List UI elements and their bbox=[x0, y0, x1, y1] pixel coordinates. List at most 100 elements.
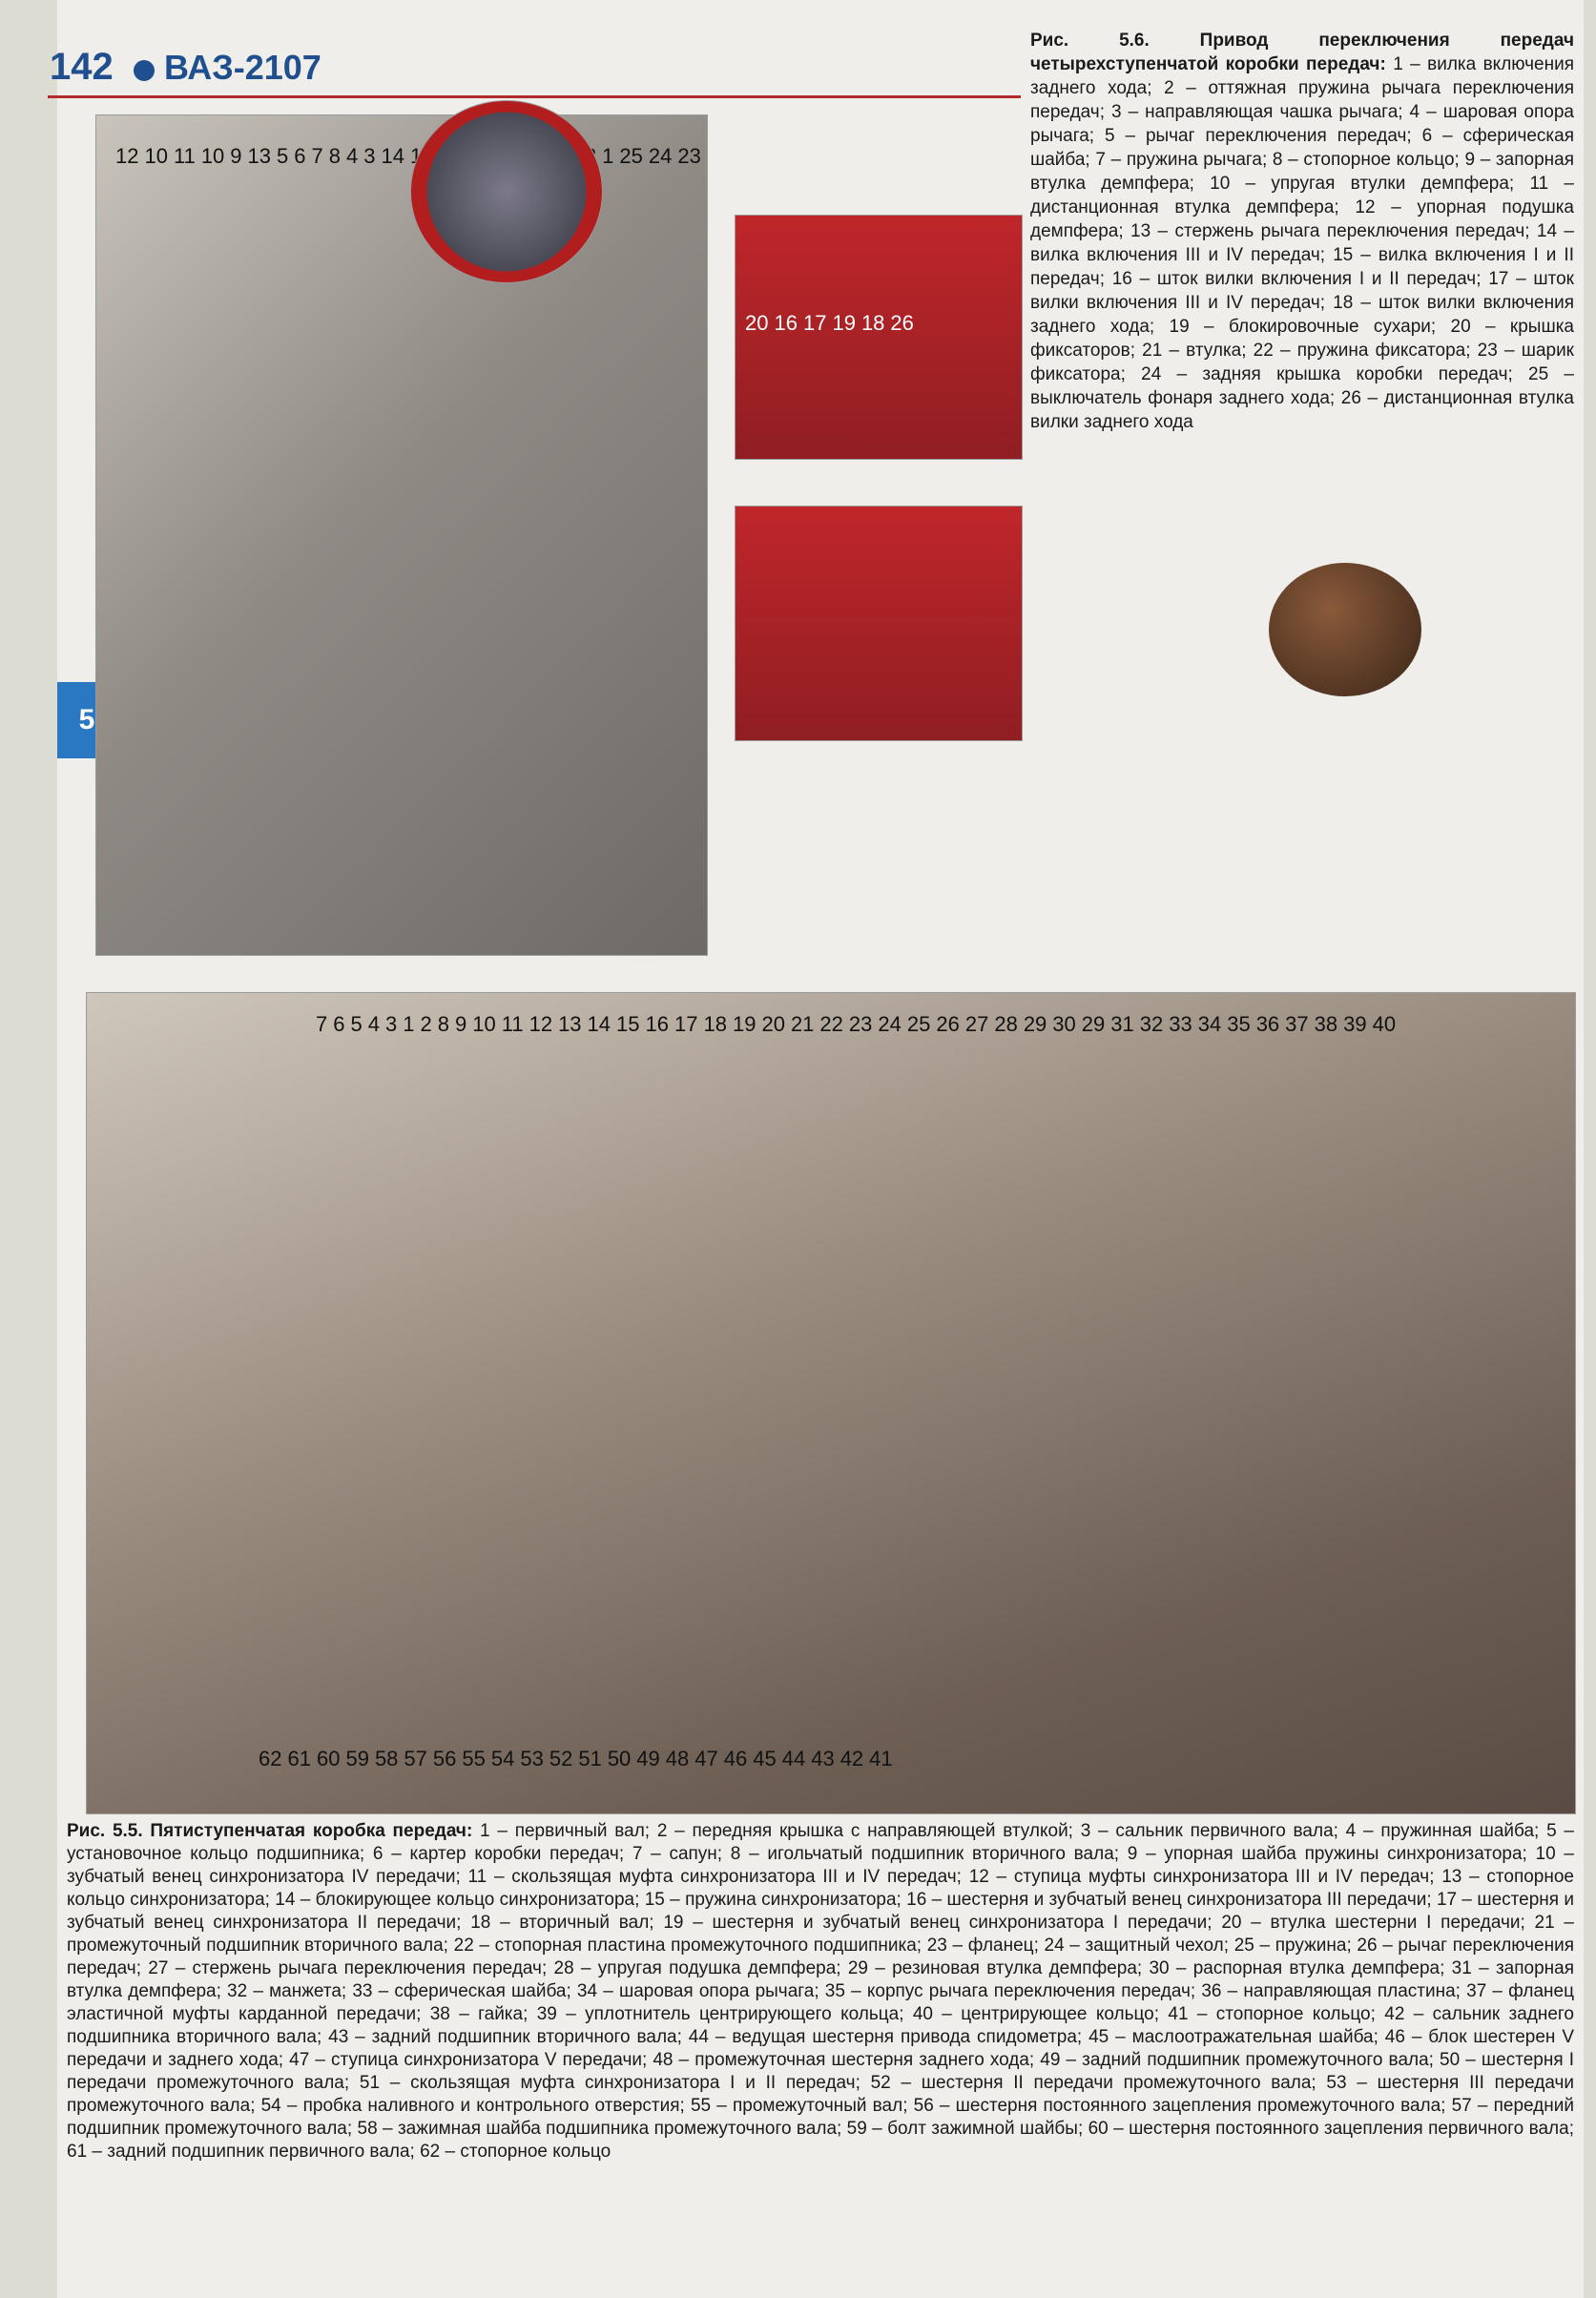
callout-number: 13 bbox=[558, 1012, 582, 1036]
callout-number: 31 bbox=[1110, 1012, 1134, 1036]
car-model: ВАЗ-2107 bbox=[164, 48, 321, 87]
callout-number: 48 bbox=[665, 1747, 690, 1770]
callout-number: 11 bbox=[501, 1012, 524, 1036]
callout-number: 3 bbox=[385, 1012, 398, 1036]
page-number: 142 bbox=[50, 46, 114, 88]
figure-56-title: Рис. 5.6. Привод переключения передач че… bbox=[1030, 31, 1574, 74]
fig56-callouts: 1210111091356784314151617191820212524232… bbox=[115, 144, 707, 169]
callout-number: 39 bbox=[1343, 1012, 1367, 1036]
callout-number: 7 bbox=[311, 144, 323, 168]
callout-number: 19 bbox=[832, 311, 856, 335]
callout-number: 2 bbox=[420, 1012, 432, 1036]
callout-number: 35 bbox=[1227, 1012, 1251, 1036]
callout-number: 33 bbox=[1169, 1012, 1192, 1036]
callout-number: 58 bbox=[374, 1747, 399, 1770]
callout-number: 18 bbox=[860, 311, 885, 335]
callout-number: 29 bbox=[1023, 1012, 1047, 1036]
callout-number: 17 bbox=[802, 311, 827, 335]
callout-number: 27 bbox=[964, 1012, 989, 1036]
callout-number: 47 bbox=[694, 1747, 718, 1770]
callout-number: 15 bbox=[616, 1012, 640, 1036]
callout-number: 44 bbox=[781, 1747, 806, 1770]
callout-number: 16 bbox=[774, 311, 798, 335]
page-header: 142 ВАЗ-2107 bbox=[50, 29, 1021, 95]
callout-number: 42 bbox=[839, 1747, 864, 1770]
callout-number: 13 bbox=[247, 144, 272, 168]
callout-number: 36 bbox=[1255, 1012, 1280, 1036]
callout-number: 53 bbox=[520, 1747, 544, 1770]
callout-number: 5 bbox=[277, 144, 289, 168]
figure-56-body: 1 – вилка включения заднего хода; 2 – от… bbox=[1030, 54, 1574, 432]
callout-number: 8 bbox=[437, 1012, 449, 1036]
callout-number: 16 bbox=[645, 1012, 669, 1036]
callout-number: 60 bbox=[316, 1747, 341, 1770]
callout-number: 55 bbox=[462, 1747, 486, 1770]
callout-number: 37 bbox=[1285, 1012, 1309, 1036]
shifter-mechanism-illustration: 1210111091356784314151617191820212524232… bbox=[95, 114, 708, 956]
callout-number: 32 bbox=[1139, 1012, 1164, 1036]
callout-number: 1 bbox=[602, 144, 614, 168]
callout-number: 9 bbox=[455, 1012, 467, 1036]
callout-number: 4 bbox=[346, 144, 359, 168]
callout-number: 23 bbox=[677, 144, 701, 168]
callout-number: 8 bbox=[328, 144, 342, 168]
callout-number: 43 bbox=[811, 1747, 835, 1770]
callout-number: 56 bbox=[432, 1747, 457, 1770]
callout-number: 10 bbox=[144, 144, 168, 168]
callout-number: 24 bbox=[878, 1012, 902, 1036]
callout-number: 54 bbox=[490, 1747, 515, 1770]
callout-number: 49 bbox=[636, 1747, 660, 1770]
book-page: 142 ВАЗ-2107 5 1210111091356784314151617… bbox=[48, 0, 1584, 2298]
callout-number: 5 bbox=[350, 1012, 363, 1036]
callout-number: 19 bbox=[732, 1012, 757, 1036]
callout-number: 30 bbox=[1052, 1012, 1076, 1036]
callout-number: 11 bbox=[173, 144, 196, 168]
shift-knob-illustration bbox=[1269, 563, 1421, 696]
callout-number: 41 bbox=[869, 1747, 893, 1770]
callout-number: 51 bbox=[578, 1747, 602, 1770]
callout-number: 7 bbox=[316, 1012, 328, 1036]
callout-number: 24 bbox=[648, 144, 673, 168]
callout-number: 52 bbox=[549, 1747, 573, 1770]
callout-number: 10 bbox=[472, 1012, 496, 1036]
callout-number: 57 bbox=[404, 1747, 427, 1770]
detent-inset-illustration bbox=[410, 100, 603, 283]
callout-number: 1 bbox=[403, 1012, 415, 1036]
callout-number: 25 bbox=[906, 1012, 931, 1036]
callout-number: 12 bbox=[529, 1012, 553, 1036]
callout-number: 9 bbox=[230, 144, 242, 168]
header-dot-icon bbox=[134, 60, 155, 81]
figure-55-title: Рис. 5.5. Пятиступенчатая коробка переда… bbox=[67, 1821, 473, 1841]
callout-number: 59 bbox=[345, 1747, 369, 1770]
callout-number: 25 bbox=[619, 144, 643, 168]
callout-number: 29 bbox=[1081, 1012, 1106, 1036]
callout-number: 46 bbox=[723, 1747, 748, 1770]
callout-number: 28 bbox=[994, 1012, 1018, 1036]
callout-number: 14 bbox=[381, 144, 405, 168]
callout-number: 22 bbox=[707, 144, 708, 168]
callout-number: 22 bbox=[819, 1012, 843, 1036]
callout-number: 50 bbox=[607, 1747, 632, 1770]
callout-number: 26 bbox=[890, 311, 914, 335]
callout-number: 14 bbox=[587, 1012, 611, 1036]
callout-number: 62 bbox=[259, 1747, 282, 1770]
callout-number: 4 bbox=[367, 1012, 380, 1036]
callout-number: 6 bbox=[333, 1012, 345, 1036]
callout-number: 20 bbox=[761, 1012, 785, 1036]
header-rule bbox=[48, 95, 1021, 98]
callout-number: 61 bbox=[287, 1747, 311, 1770]
callout-number: 23 bbox=[848, 1012, 873, 1036]
callout-number: 21 bbox=[790, 1012, 815, 1036]
callout-number: 17 bbox=[674, 1012, 698, 1036]
callout-number: 26 bbox=[936, 1012, 960, 1036]
callout-number: 38 bbox=[1314, 1012, 1338, 1036]
figure-56-caption: Рис. 5.6. Привод переключения передач че… bbox=[1030, 29, 1574, 434]
interlock-inset-illustration-2 bbox=[735, 506, 1023, 741]
callout-number: 3 bbox=[363, 144, 376, 168]
figure-55-body: 1 – первичный вал; 2 – передняя крышка с… bbox=[67, 1821, 1574, 2162]
